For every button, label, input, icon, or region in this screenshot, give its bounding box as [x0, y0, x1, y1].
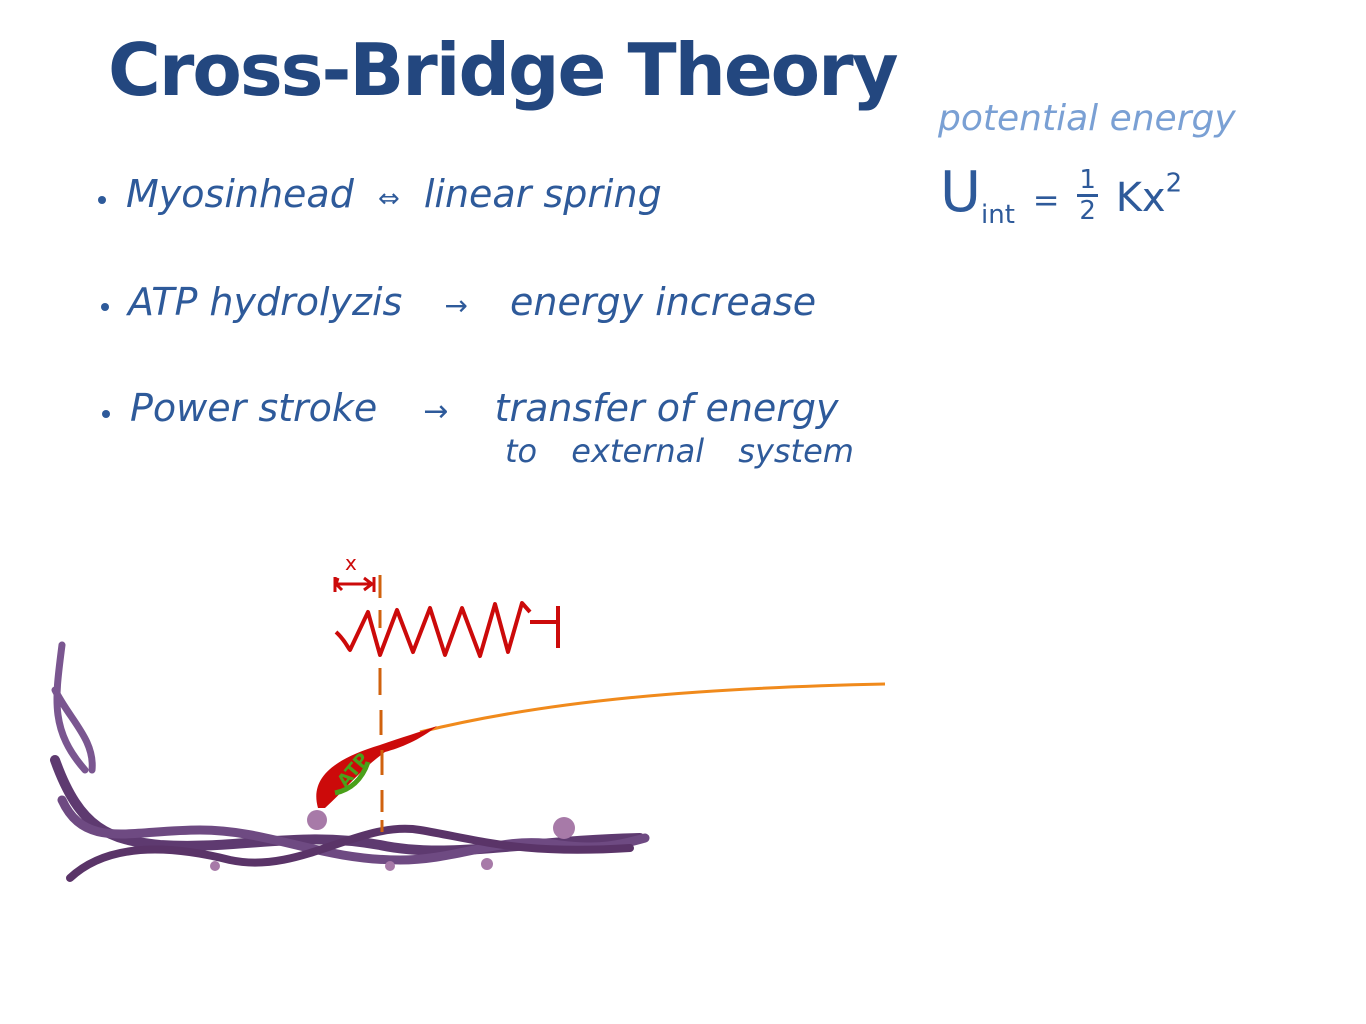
bullet-dot — [101, 303, 109, 311]
formula-exponent: 2 — [1165, 168, 1183, 199]
displacement-arrow — [333, 576, 376, 592]
formula-equals: = — [1032, 181, 1060, 219]
formula-subscript: int — [981, 200, 1015, 231]
numerator: 1 — [1077, 165, 1098, 198]
dashed-reference-line — [378, 575, 384, 832]
x-label: x — [345, 551, 357, 575]
double-arrow-icon: ⇔ — [377, 184, 400, 214]
bullet-myosinhead: Myosinhead ⇔ linear spring — [126, 172, 662, 216]
arrow-right-icon: → — [444, 289, 468, 322]
actin-filament — [50, 641, 650, 882]
page-title: Cross-Bridge Theory — [108, 28, 899, 112]
bullet-right-continued: to external system — [505, 432, 854, 470]
bullet-power-stroke: Power stroke → transfer of energy — [130, 386, 839, 430]
bullet-left: ATP hydrolyzis — [128, 280, 403, 324]
formula-term: Kx — [1115, 175, 1166, 221]
bullet-left: Power stroke — [130, 386, 378, 430]
bullet-right: transfer of energy — [494, 386, 839, 430]
bullet-atp: ATP hydrolyzis → energy increase — [128, 280, 816, 324]
atp-arc — [334, 761, 371, 796]
bullet-dot — [102, 410, 110, 418]
bullet-right: energy increase — [510, 280, 817, 324]
spring — [334, 601, 560, 658]
denominator: 2 — [1079, 196, 1096, 227]
bullet-right: linear spring — [423, 172, 662, 216]
myosin-tail — [419, 682, 886, 734]
potential-energy-label: potential energy — [938, 98, 1236, 139]
arrow-right-icon: → — [423, 394, 449, 429]
bullet-left: Myosinhead — [126, 172, 354, 216]
formula-symbol: U — [940, 160, 981, 225]
bullet-dot — [98, 196, 106, 204]
myosin-head — [316, 726, 437, 808]
actin-beads — [210, 810, 575, 871]
